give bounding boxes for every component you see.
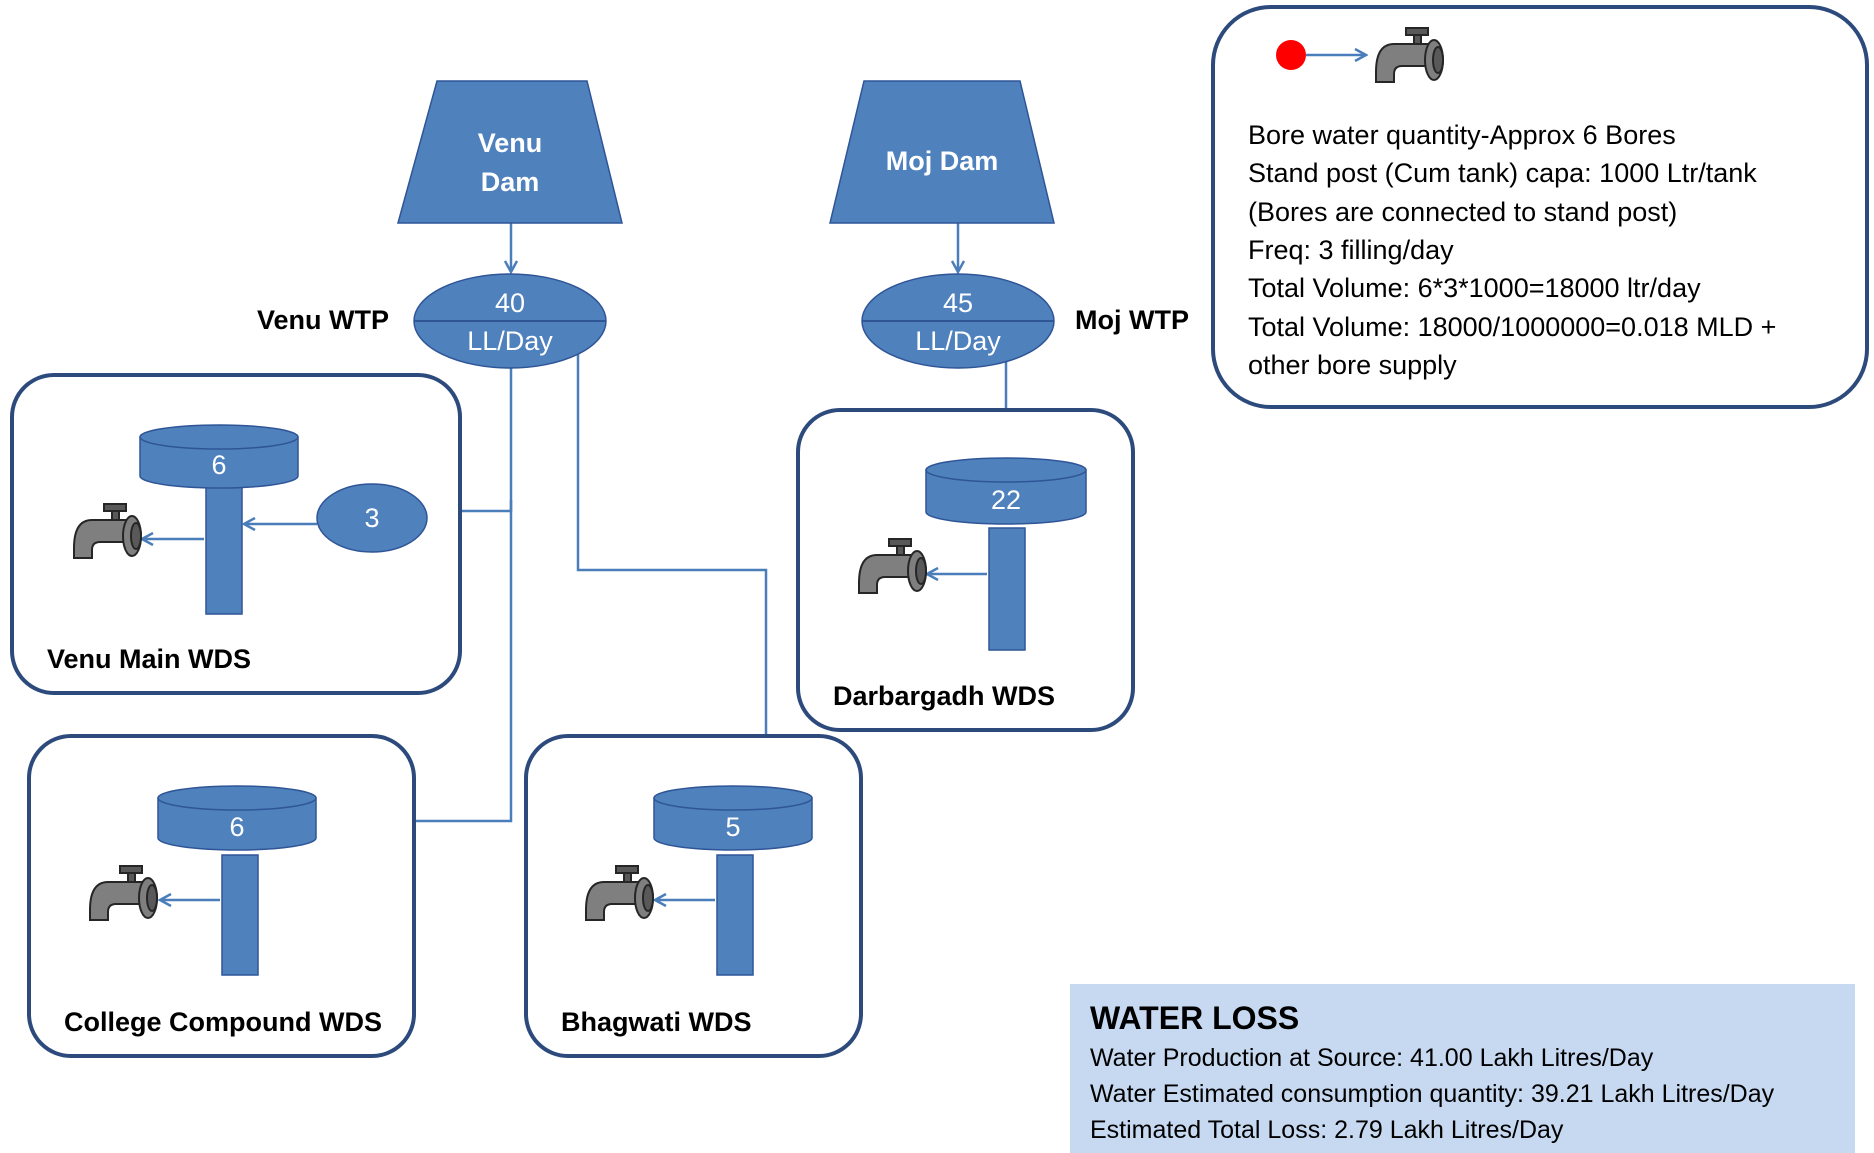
- venu-main-sump: [316, 483, 428, 553]
- moj-dam: Moj Dam: [829, 80, 1055, 224]
- college-tank-value: 6: [229, 812, 244, 842]
- venu-main-tank-value: 6: [211, 450, 226, 480]
- bore-note-line: Total Volume: 6*3*1000=18000 ltr/day: [1248, 273, 1701, 303]
- venu-main-sump-value: 3: [364, 503, 379, 533]
- venu-wtp-label: Venu WTP: [257, 305, 389, 335]
- bore-note-line: (Bores are connected to stand post): [1248, 197, 1677, 227]
- pipe-venu-wtp-to-bhagwati: [576, 354, 766, 784]
- venu-wtp: 40 LL/Day: [413, 273, 607, 369]
- water-loss-title: WATER LOSS: [1090, 1000, 1299, 1036]
- venu-dam: Venu Dam: [397, 80, 623, 224]
- moj-wtp-label: Moj WTP: [1075, 305, 1189, 335]
- venu-wtp-capacity: 40: [495, 288, 525, 318]
- moj-wtp: 45 LL/Day: [861, 273, 1055, 369]
- bhagwati-wds: 5 Bhagwati WDS: [524, 734, 863, 1058]
- estimated-total-loss: Estimated Total Loss: 2.79 Lakh Litres/D…: [1090, 1116, 1564, 1144]
- bore-note-line: other bore supply: [1248, 350, 1457, 380]
- bhagwati-tank-value: 5: [725, 812, 740, 842]
- venu-main-wds: 6 3 Venu Main WDS: [10, 373, 462, 695]
- venu-wtp-unit: LL/Day: [467, 326, 553, 356]
- venu-main-wds-label: Venu Main WDS: [47, 644, 251, 674]
- bore-note-line: Total Volume: 18000/1000000=0.018 MLD +: [1248, 312, 1776, 342]
- bore-note-line: Stand post (Cum tank) capa: 1000 Ltr/tan…: [1248, 158, 1757, 188]
- bore-note-line: Bore water quantity-Approx 6 Bores: [1248, 120, 1676, 150]
- moj-wtp-unit: LL/Day: [915, 326, 1001, 356]
- darbargadh-wds: 22 Darbargadh WDS: [796, 408, 1135, 732]
- bhagwati-wds-label: Bhagwati WDS: [561, 1007, 752, 1037]
- moj-wtp-capacity: 45: [943, 288, 973, 318]
- bore-water-note: Bore water quantity-Approx 6 Bores Stand…: [1211, 5, 1869, 409]
- darbargadh-wds-label: Darbargadh WDS: [833, 681, 1055, 711]
- venu-dam-label-line1: Venu: [478, 128, 543, 158]
- water-consumption: Water Estimated consumption quantity: 39…: [1090, 1080, 1775, 1108]
- moj-dam-label: Moj Dam: [886, 146, 999, 176]
- venu-dam-label-line2: Dam: [481, 167, 540, 197]
- red-dot-icon: [1276, 40, 1306, 70]
- darbargadh-tank-value: 22: [991, 485, 1021, 515]
- water-production: Water Production at Source: 41.00 Lakh L…: [1090, 1044, 1654, 1072]
- college-compound-wds: 6 College Compound WDS: [27, 734, 416, 1058]
- water-loss-box: WATER LOSS Water Production at Source: 4…: [1070, 984, 1855, 1153]
- college-compound-wds-label: College Compound WDS: [64, 1007, 382, 1037]
- bore-note-line: Freq: 3 filling/day: [1248, 235, 1454, 265]
